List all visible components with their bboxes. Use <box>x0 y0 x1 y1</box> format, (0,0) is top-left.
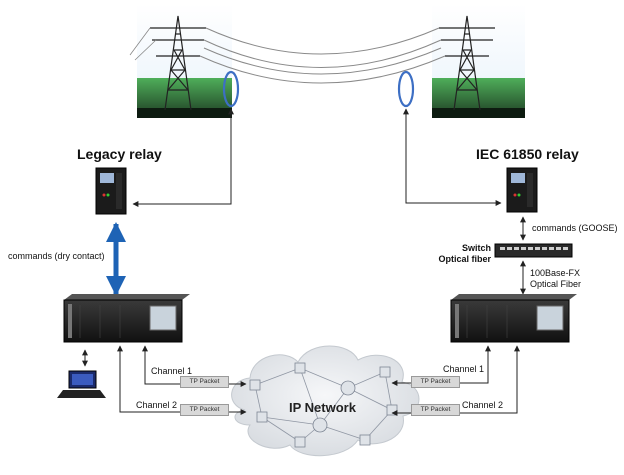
laptop-icon <box>57 370 106 398</box>
tp-packet-right-2: TP Packet <box>411 404 460 416</box>
ip-network-label: IP Network <box>289 400 356 415</box>
teleprotection-terminal-icon <box>63 294 190 343</box>
right-channel-2-label: Channel 2 <box>462 400 504 410</box>
current-transformer-left <box>222 70 240 108</box>
switch-label-line2: Optical fiber <box>438 254 491 264</box>
switch-label-line1: Switch <box>461 243 491 253</box>
power-lines <box>199 27 446 84</box>
teleprotection-terminal-icon <box>450 294 577 343</box>
right-channel-1-label: Channel 1 <box>443 364 485 374</box>
tp-packet-left-2: TP Packet <box>180 404 229 416</box>
left-channel-1-label: Channel 1 <box>151 366 193 376</box>
relay-device-icon <box>95 167 127 215</box>
legacy-relay-title: Legacy relay <box>77 146 162 162</box>
fiber-label: 100Base-FX Optical Fiber <box>530 268 581 290</box>
ethernet-switch-icon <box>494 243 573 258</box>
left-channel-2-label: Channel 2 <box>136 400 178 410</box>
left-tower-scene <box>129 4 232 118</box>
iec-relay-title: IEC 61850 relay <box>476 146 579 162</box>
current-transformer-right <box>397 70 415 108</box>
tp-packet-left-1: TP Packet <box>180 376 229 388</box>
relay-device-icon <box>506 167 538 213</box>
relay-ct-connection-right <box>403 108 502 206</box>
transmission-tower-icon <box>150 15 206 111</box>
right-tower-scene <box>432 4 525 118</box>
tp-packet-right-1: TP Packet <box>411 376 460 388</box>
commands-dry-contact-label: commands (dry contact) <box>8 251 105 261</box>
fiber-label-line2: Optical Fiber <box>530 279 582 289</box>
switch-label: Switch Optical fiber <box>428 243 491 265</box>
commands-goose-label: commands (GOOSE) <box>532 223 618 233</box>
transmission-tower-icon <box>439 15 495 111</box>
relay-ct-connection-left <box>132 108 234 207</box>
fiber-label-line1: 100Base-FX <box>530 268 581 278</box>
